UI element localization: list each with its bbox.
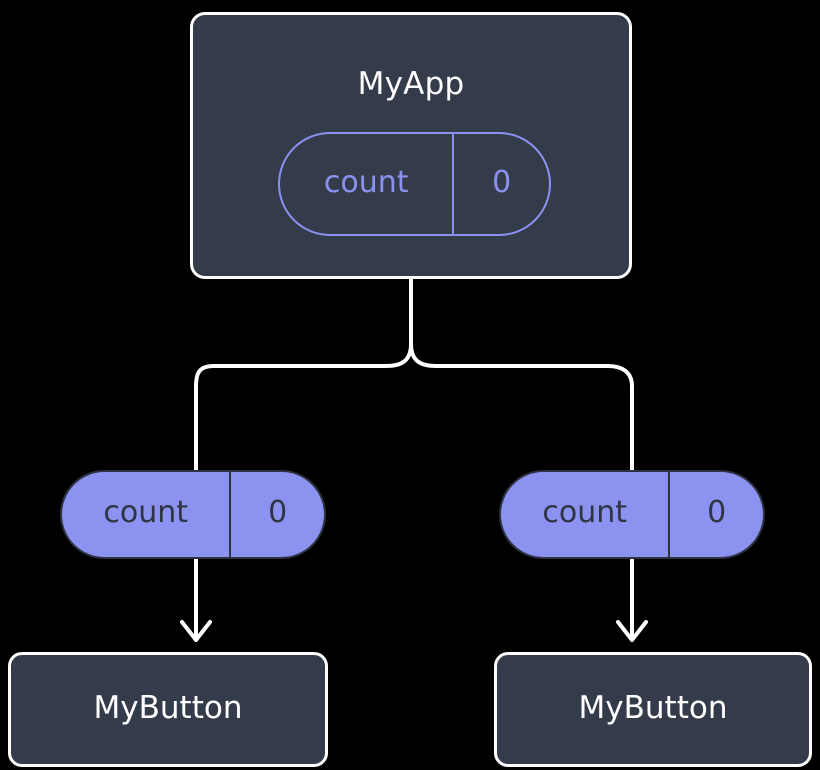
component-box-mybutton-left[interactable]: MyButton xyxy=(8,652,328,767)
prop-pill-key-right: count xyxy=(501,472,671,557)
component-title-mybutton-left: MyButton xyxy=(93,689,243,726)
state-pill-key: count xyxy=(280,134,455,234)
arrow-down-icon-right xyxy=(616,620,648,642)
state-pill-value: 0 xyxy=(492,164,512,200)
prop-pill-value-left: 0 xyxy=(268,495,288,530)
prop-pill-left[interactable]: count 0 xyxy=(60,470,326,559)
prop-pill-key-left: count xyxy=(62,472,232,557)
state-pill-myapp[interactable]: count 0 xyxy=(278,132,551,236)
component-box-mybutton-right[interactable]: MyButton xyxy=(494,652,812,767)
component-title-mybutton-right: MyButton xyxy=(578,689,728,726)
edge-split-left xyxy=(194,342,413,472)
component-title-myapp: MyApp xyxy=(357,66,465,102)
component-box-myapp[interactable]: MyApp count 0 xyxy=(190,12,632,279)
arrow-down-icon-left xyxy=(180,620,212,642)
prop-pill-right[interactable]: count 0 xyxy=(499,470,765,559)
prop-pill-value-right: 0 xyxy=(707,495,727,530)
edge-split-right xyxy=(409,342,634,472)
